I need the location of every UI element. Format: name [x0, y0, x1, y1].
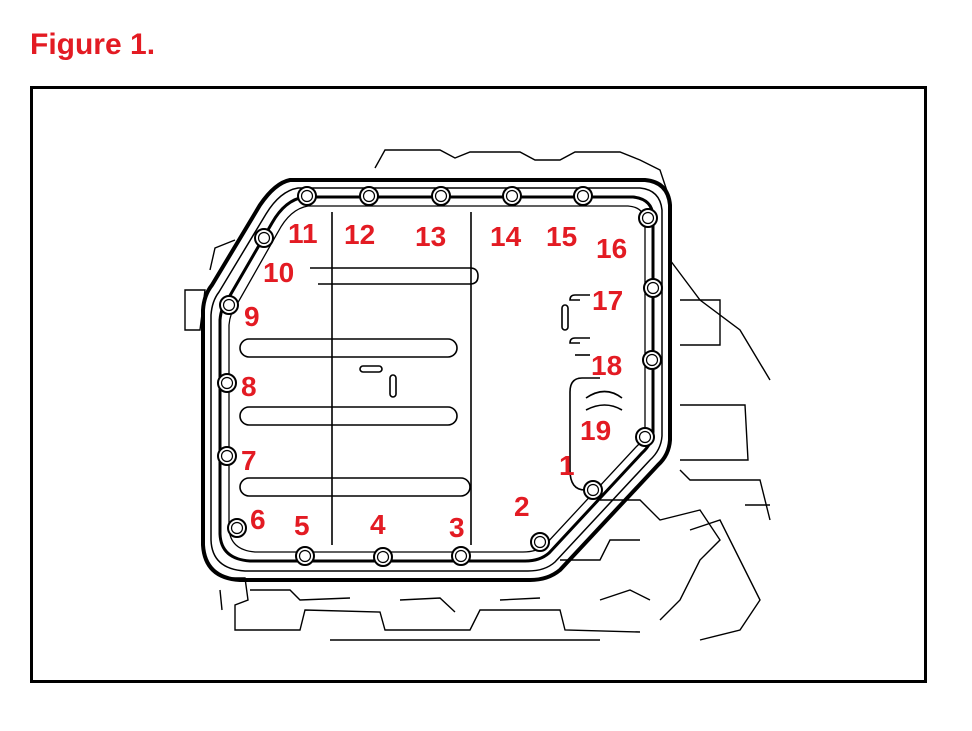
bolt-15-label: 15	[546, 221, 577, 252]
bolt-8-head	[217, 373, 237, 393]
bolt-12-label: 12	[344, 219, 375, 250]
bolt-14-head	[502, 186, 522, 206]
bolt-5-label: 5	[294, 510, 310, 541]
bolt-1-head	[583, 480, 603, 500]
bolt-11-head	[297, 186, 317, 206]
engine-outline	[184, 149, 771, 641]
bolt-13-head	[431, 186, 451, 206]
bolt-1-label: 1	[559, 450, 575, 481]
bolt-6-label: 6	[250, 504, 266, 535]
bolt-18-label: 18	[591, 350, 622, 381]
pan-ribs	[239, 212, 623, 545]
bolt-8-label: 8	[241, 371, 257, 402]
bolt-9-head	[219, 295, 239, 315]
bolt-4-label: 4	[370, 509, 386, 540]
bolt-6-head	[227, 518, 247, 538]
bolt-17-label: 17	[592, 285, 623, 316]
bolt-7-label: 7	[241, 445, 257, 476]
bolt-16-label: 16	[596, 233, 627, 264]
bolt-3-head	[451, 546, 471, 566]
bolt-11-label: 11	[288, 218, 318, 249]
bolt-7-head	[217, 446, 237, 466]
bolt-10-label: 10	[263, 257, 294, 288]
bolt-19-head	[635, 427, 655, 447]
bolt-17-head	[643, 278, 663, 298]
figure-frame	[30, 86, 927, 683]
bolt-2-head	[530, 532, 550, 552]
bolt-10-head	[254, 228, 274, 248]
figure-title: Figure 1.	[30, 28, 156, 61]
bolt-19-label: 19	[580, 415, 611, 446]
bolt-15-head	[573, 186, 593, 206]
bolt-14-label: 14	[490, 221, 522, 252]
bolt-2-label: 2	[514, 491, 530, 522]
bolt-3-label: 3	[449, 512, 465, 543]
bolt-5-head	[295, 546, 315, 566]
oil-pan-flange	[210, 187, 663, 572]
bolt-16-head	[638, 208, 658, 228]
bolt-9-label: 9	[244, 301, 260, 332]
bolt-12-head	[359, 186, 379, 206]
bolt-13-label: 13	[415, 221, 446, 252]
bolt-4-head	[373, 547, 393, 567]
bolt-heads	[217, 186, 663, 567]
oil-pan-outer-edge	[201, 178, 672, 582]
bolt-18-head	[642, 350, 662, 370]
